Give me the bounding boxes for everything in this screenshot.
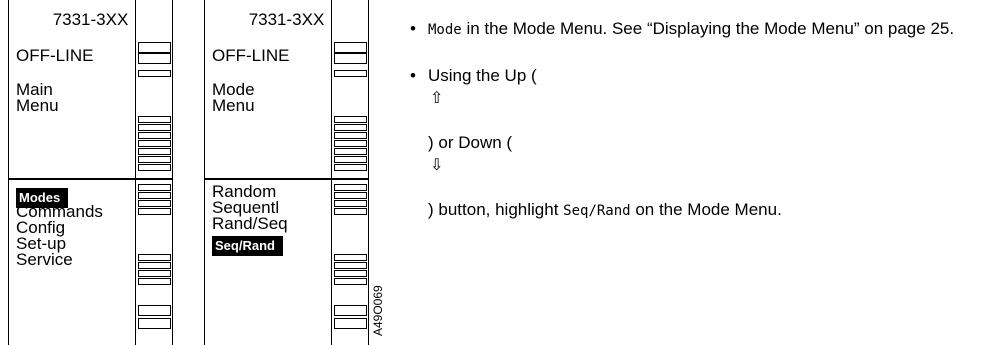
panel-divider bbox=[205, 178, 368, 180]
panel-button[interactable] bbox=[334, 192, 367, 199]
button-column bbox=[135, 0, 173, 345]
panel-button[interactable] bbox=[334, 278, 367, 285]
panel-model-label: 7331-3XX bbox=[248, 10, 325, 29]
panel-button[interactable] bbox=[138, 254, 171, 261]
panel-button[interactable] bbox=[138, 278, 171, 285]
left-operator-panel: 7331-3XX OFF-LINE Main Menu Modes Comman… bbox=[8, 0, 173, 345]
panel-button[interactable] bbox=[334, 124, 367, 131]
menu-item: Rand/Seq bbox=[212, 214, 288, 233]
menu-item: Config bbox=[16, 218, 66, 237]
panel-button[interactable] bbox=[138, 132, 171, 139]
panel-button[interactable] bbox=[334, 254, 367, 261]
panel-button[interactable] bbox=[334, 184, 367, 191]
menu-item: Sequentl bbox=[212, 198, 280, 217]
panel-button[interactable] bbox=[334, 140, 367, 147]
panel-button[interactable] bbox=[138, 262, 171, 269]
panel-button[interactable] bbox=[334, 148, 367, 155]
panel-button[interactable] bbox=[138, 318, 171, 329]
panel-button[interactable] bbox=[334, 42, 367, 53]
code-mode: Mode bbox=[428, 22, 462, 38]
instruction-bullet-2: Using the Up ( ⇧ ) or Down ( ⇩ ) button,… bbox=[410, 63, 985, 224]
panel-status: OFF-LINE bbox=[212, 46, 290, 65]
panel-button[interactable] bbox=[138, 124, 171, 131]
panel-button[interactable] bbox=[138, 164, 171, 171]
menu-list: Modes Commands Config Set-up Service bbox=[16, 188, 103, 268]
bullet2-end: ) button, highlight Seq/Rand on the Mode… bbox=[428, 200, 782, 219]
panel-button[interactable] bbox=[138, 200, 171, 207]
menu-item: Random bbox=[212, 182, 277, 201]
panel-button[interactable] bbox=[138, 184, 171, 191]
panel-menu-name: Mode Menu bbox=[212, 80, 255, 115]
panel-button[interactable] bbox=[334, 318, 367, 329]
panel-button[interactable] bbox=[334, 156, 367, 163]
panel-button[interactable] bbox=[334, 116, 367, 123]
menu-item: Set-up bbox=[16, 234, 67, 253]
panel-divider bbox=[9, 178, 172, 180]
bullet2-start: Using the Up ( bbox=[428, 66, 537, 85]
instruction-bullet-1: Mode in the Mode Menu. See “Displaying t… bbox=[410, 16, 985, 43]
panel-button[interactable] bbox=[138, 192, 171, 199]
down-arrow-icon: ⇩ bbox=[430, 157, 444, 174]
menu-item: Service bbox=[16, 250, 73, 269]
panel-button[interactable] bbox=[334, 270, 367, 277]
right-operator-panel: 7331-3XX OFF-LINE Mode Menu Random Seque… bbox=[204, 0, 369, 345]
panel-button[interactable] bbox=[138, 70, 171, 77]
panel-model-label: 7331-3XX bbox=[52, 10, 129, 29]
panel-button[interactable] bbox=[334, 305, 367, 316]
button-column bbox=[331, 0, 369, 345]
bullet1-text: in the Mode Menu. See “Displaying the Mo… bbox=[461, 19, 955, 38]
panel-button[interactable] bbox=[138, 140, 171, 147]
bullet2-mid: ) or Down ( bbox=[428, 133, 513, 152]
instruction-text: Mode in the Mode Menu. See “Displaying t… bbox=[410, 16, 985, 224]
panel-button[interactable] bbox=[334, 53, 367, 64]
panel-button[interactable] bbox=[334, 164, 367, 171]
panel-button[interactable] bbox=[334, 262, 367, 269]
panel-menu-name: Main Menu bbox=[16, 80, 59, 115]
panel-status: OFF-LINE bbox=[16, 46, 94, 65]
menu-item: Commands bbox=[16, 202, 103, 221]
panel-button[interactable] bbox=[138, 305, 171, 316]
panel-button[interactable] bbox=[334, 132, 367, 139]
panel-button[interactable] bbox=[334, 70, 367, 77]
panel-button[interactable] bbox=[334, 200, 367, 207]
menu-item: Modes bbox=[16, 188, 103, 208]
up-arrow-icon: ⇧ bbox=[430, 90, 444, 107]
code-seq-rand: Seq/Rand bbox=[563, 203, 631, 219]
menu-item: Seq/Rand bbox=[212, 236, 288, 256]
panel-button[interactable] bbox=[138, 42, 171, 53]
panel-button[interactable] bbox=[138, 208, 171, 215]
menu-list: Random Sequentl Rand/Seq Seq/Rand bbox=[212, 182, 288, 256]
panel-button[interactable] bbox=[138, 148, 171, 155]
panel-button[interactable] bbox=[138, 116, 171, 123]
panel-button[interactable] bbox=[334, 208, 367, 215]
panel-button[interactable] bbox=[138, 156, 171, 163]
panel-button[interactable] bbox=[138, 53, 171, 64]
figure-id: A49O069 bbox=[371, 285, 385, 336]
panel-button[interactable] bbox=[138, 270, 171, 277]
